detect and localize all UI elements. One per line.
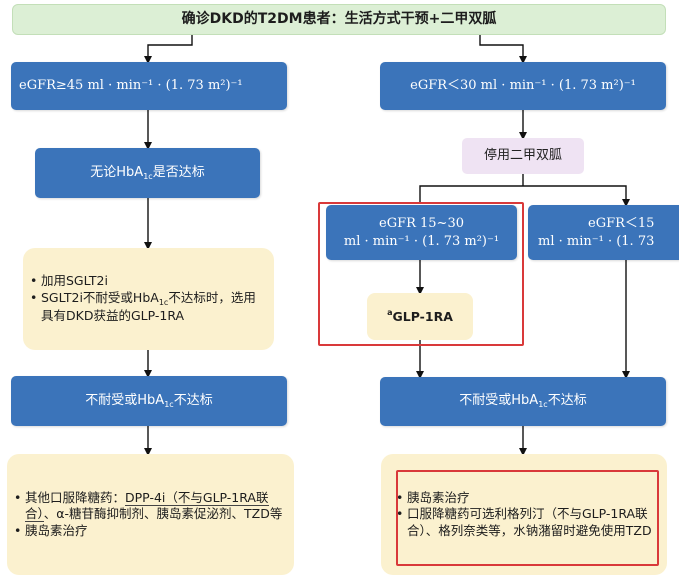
right-egfr-box: eGFR＜30 ml · min⁻¹ · (1. 73 m²)⁻¹ xyxy=(380,62,666,110)
highlight-egfr-15-30 xyxy=(318,202,524,346)
stop-metformin-box: 停用二甲双胍 xyxy=(462,138,584,174)
left-option-sglt2i: 加用SGLT2i xyxy=(30,273,266,290)
arrow-title-to-left xyxy=(144,35,193,64)
arrow-stop-to-branches xyxy=(419,174,626,203)
diagram-title-text: 确诊DKD的T2DM患者：生活方式干预+二甲双胍 xyxy=(181,11,497,28)
right-final-box: 胰岛素治疗 口服降糖药可选利格列汀（不与GLP-1RA联合）、格列奈类等，水钠潴… xyxy=(381,454,667,575)
right-egfr-text: eGFR＜30 ml · min⁻¹ · (1. 73 m²)⁻¹ xyxy=(410,78,636,94)
left-final-insulin: 胰岛素治疗 xyxy=(14,523,286,540)
left-egfr-text: eGFR≥45 ml · min⁻¹ · (1. 73 m²)⁻¹ xyxy=(19,78,243,94)
left-egfr-box: eGFR≥45 ml · min⁻¹ · (1. 73 m²)⁻¹ xyxy=(11,62,287,110)
sub1-egfr-box: eGFR 15~30 ml · min⁻¹ · (1. 73 m²)⁻¹ xyxy=(326,205,517,260)
glp1ra-box: aGLP-1RA xyxy=(367,293,473,340)
left-option-glp1ra: SGLT2i不耐受或HbA1c不达标时，选用具有DKD获益的GLP-1RA xyxy=(30,290,266,325)
sub2-egfr-box: eGFR＜15 ml · min⁻¹ · (1. 73 xyxy=(528,205,679,260)
right-final-list: 胰岛素治疗 口服降糖药可选利格列汀（不与GLP-1RA联合）、格列奈类等，水钠潴… xyxy=(381,490,667,540)
left-hba-text: 无论HbA1c是否达标 xyxy=(90,164,205,181)
dpp4i-underlined: DPP-4i（不与GLP-1RA联合） xyxy=(25,489,269,523)
left-options-box: 加用SGLT2i SGLT2i不耐受或HbA1c不达标时，选用具有DKD获益的G… xyxy=(23,248,274,350)
left-final-list: 其他口服降糖药：DPP-4i（不与GLP-1RA联合）、α-糖苷酶抑制剂、胰岛素… xyxy=(7,489,294,540)
stop-metformin-text: 停用二甲双胍 xyxy=(483,148,562,164)
arrow-title-to-right xyxy=(479,35,527,64)
highlight-right-final xyxy=(396,470,659,566)
right-final-oral-drugs: 口服降糖药可选利格列汀（不与GLP-1RA联合）、格列奈类等，水钠潴留时避免使用… xyxy=(396,506,653,539)
glp1ra-text: aGLP-1RA xyxy=(387,307,453,324)
left-final-oral-drugs: 其他口服降糖药：DPP-4i（不与GLP-1RA联合）、α-糖苷酶抑制剂、胰岛素… xyxy=(14,489,286,523)
right-final-insulin: 胰岛素治疗 xyxy=(396,490,653,507)
diagram-title: 确诊DKD的T2DM患者：生活方式干预+二甲双胍 xyxy=(12,4,666,35)
sub2-line2: ml · min⁻¹ · (1. 73 xyxy=(538,233,655,249)
left-intolerant-text: 不耐受或HbA1c不达标 xyxy=(85,392,213,409)
left-options-list: 加用SGLT2i SGLT2i不耐受或HbA1c不达标时，选用具有DKD获益的G… xyxy=(23,273,274,325)
sub2-line1: eGFR＜15 xyxy=(588,215,655,231)
left-intolerant-box: 不耐受或HbA1c不达标 xyxy=(11,376,287,426)
sub1-line1: eGFR 15~30 xyxy=(379,215,464,231)
left-hba-box: 无论HbA1c是否达标 xyxy=(35,148,260,198)
right-intolerant-box: 不耐受或HbA1c不达标 xyxy=(380,377,666,426)
right-intolerant-text: 不耐受或HbA1c不达标 xyxy=(459,393,587,410)
sub1-line2: ml · min⁻¹ · (1. 73 m²)⁻¹ xyxy=(343,233,500,249)
left-final-box: 其他口服降糖药：DPP-4i（不与GLP-1RA联合）、α-糖苷酶抑制剂、胰岛素… xyxy=(7,454,294,575)
